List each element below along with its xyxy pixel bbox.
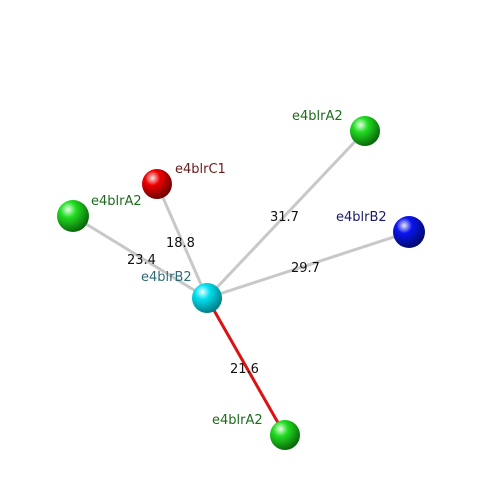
- node-label-n5: e4blrA2: [212, 413, 263, 428]
- edge-label-n3: 31.7: [270, 210, 299, 225]
- node-n4[interactable]: [393, 216, 425, 248]
- edge-label-n4: 29.7: [291, 261, 320, 276]
- node-label-center: e4blrB2: [141, 270, 192, 285]
- edge-line-n4: [206, 230, 410, 300]
- edge-line-n2: [155, 183, 209, 299]
- node-n3[interactable]: [350, 116, 380, 146]
- node-center[interactable]: [192, 283, 222, 313]
- edge-line-n3: [205, 129, 367, 300]
- node-label-n1: e4blrA2: [91, 194, 142, 209]
- node-label-layer: e4blrB2 e4blrA2 e4blrC1 e4blrA2 e4blrB2 …: [91, 109, 387, 428]
- edge-layer: [72, 129, 410, 436]
- node-n1[interactable]: [57, 200, 89, 232]
- edge-label-n2: 18.8: [166, 236, 195, 251]
- node-label-n3: e4blrA2: [292, 109, 343, 124]
- node-label-n2: e4blrC1: [175, 162, 226, 177]
- node-layer: [57, 116, 425, 450]
- node-n2[interactable]: [142, 169, 172, 199]
- edge-line-n1: [72, 214, 208, 300]
- node-label-n4: e4blrB2: [336, 210, 387, 225]
- edge-label-n5: 21.6: [230, 362, 259, 377]
- edge-line-n5: [205, 297, 287, 436]
- edge-label-n1: 23.4: [127, 253, 156, 268]
- node-n5[interactable]: [270, 420, 300, 450]
- edge-label-layer: 23.4 18.8 31.7 29.7 21.6: [127, 210, 320, 377]
